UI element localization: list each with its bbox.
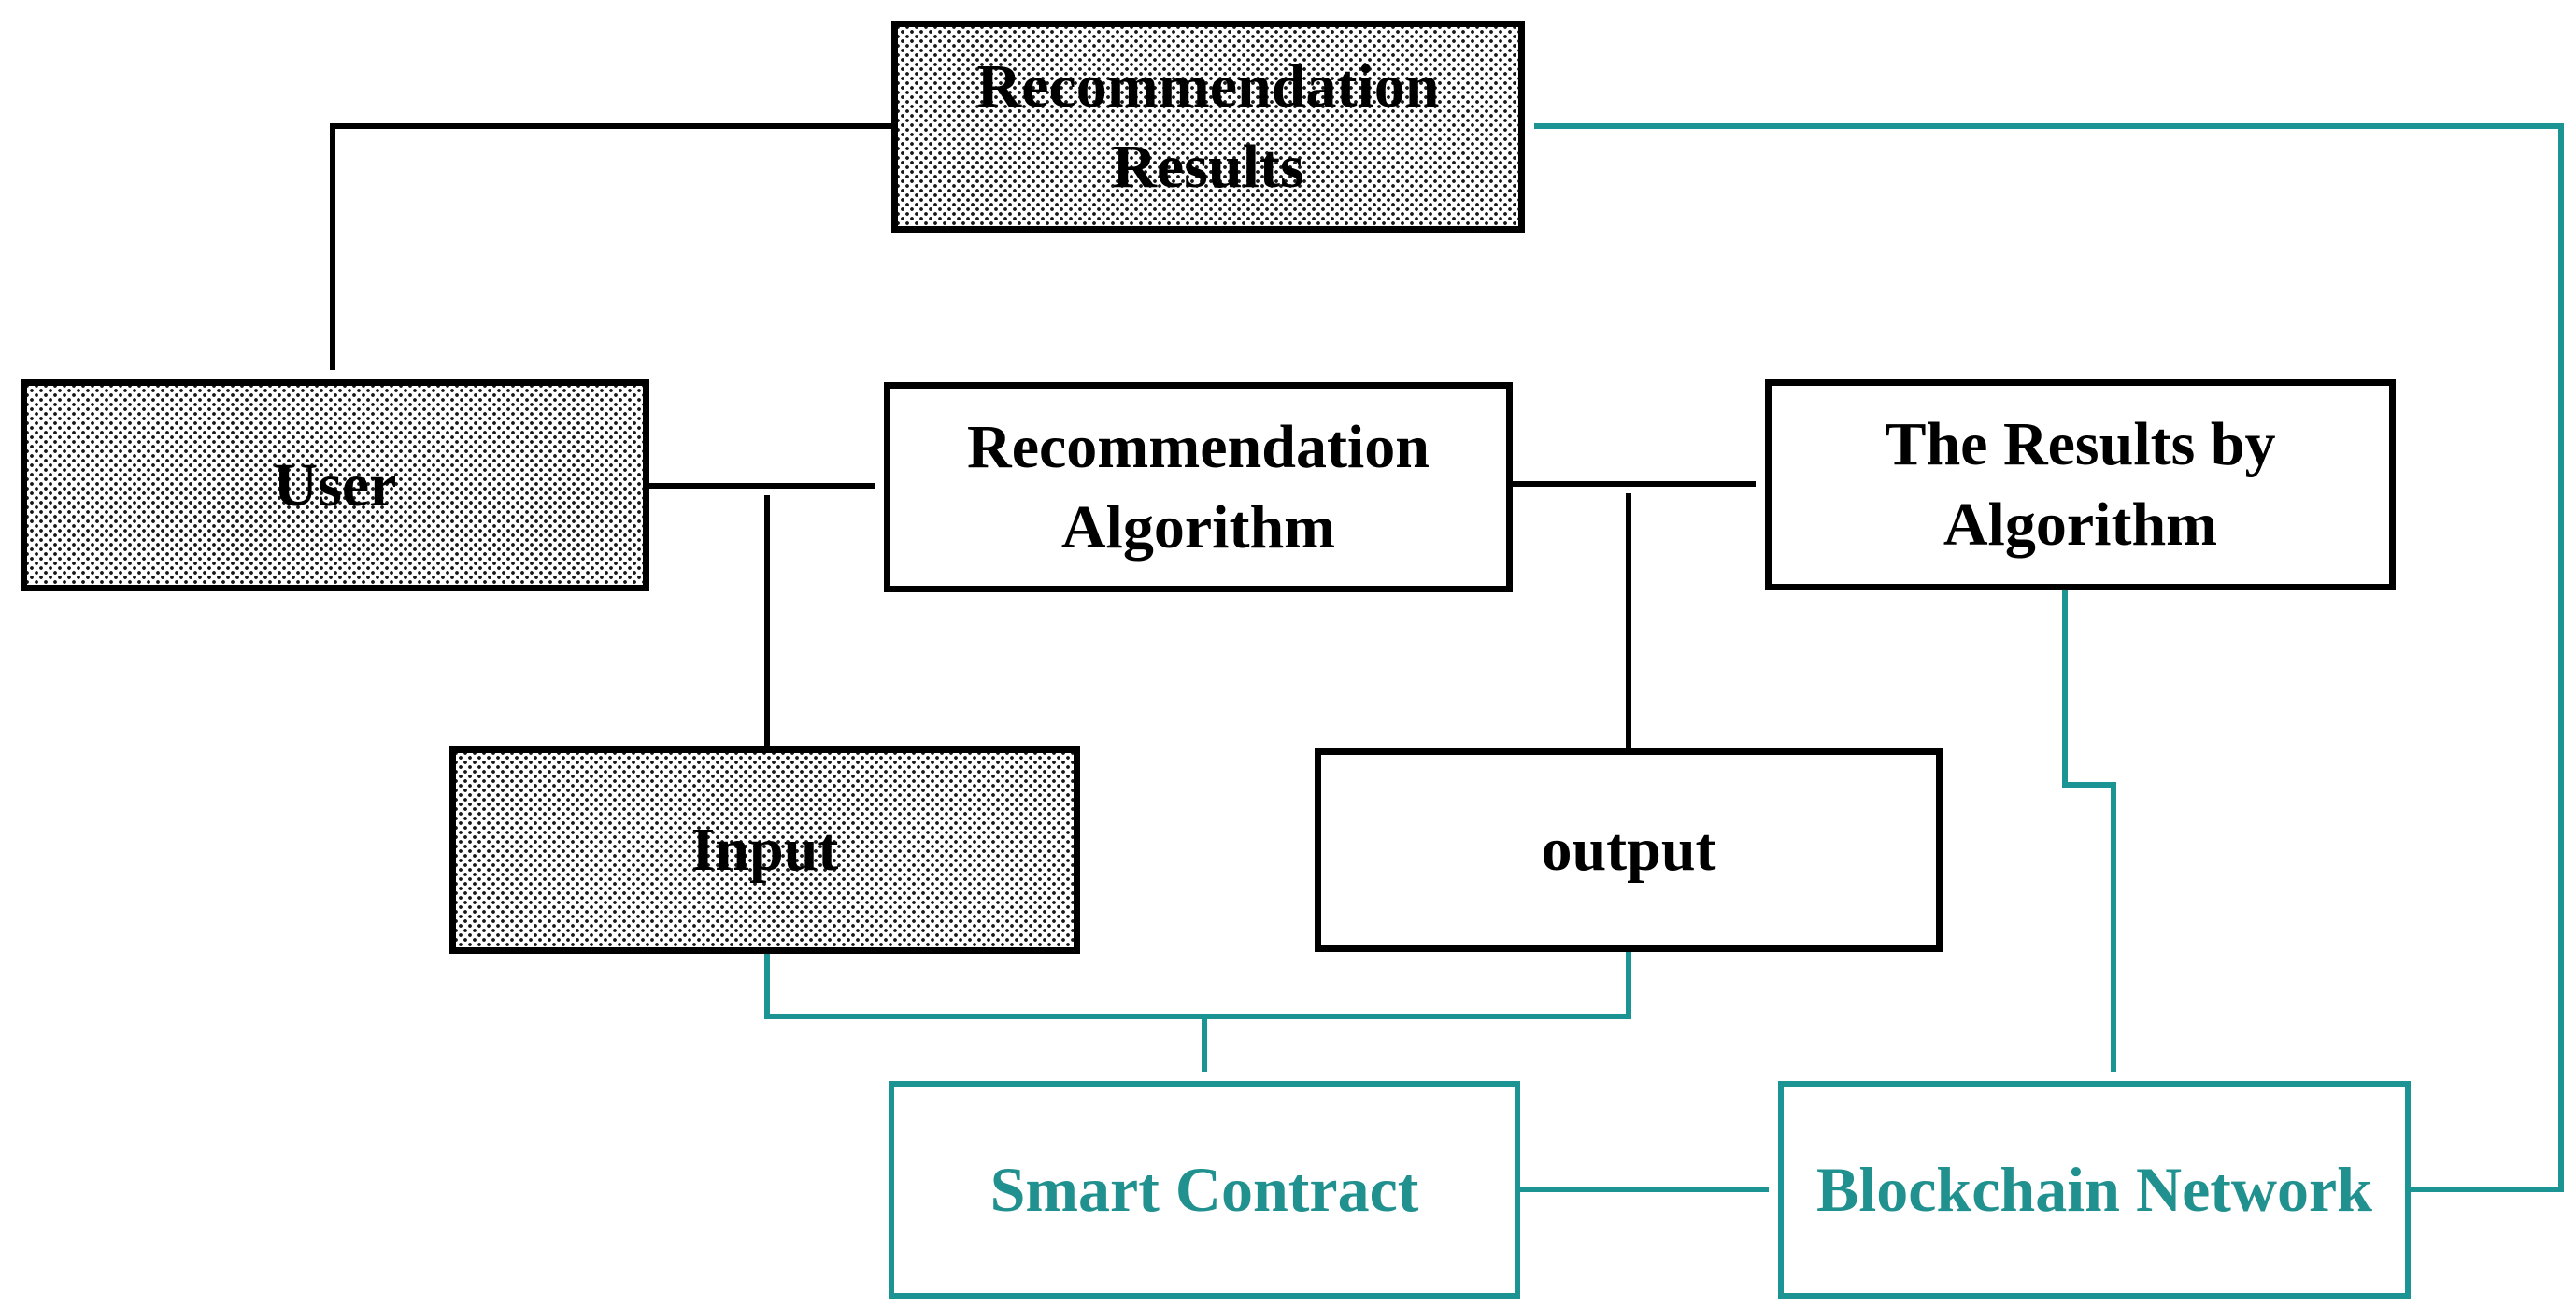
node-output: output (1315, 748, 1943, 952)
node-user: User (21, 379, 649, 591)
node-label-user: User (273, 450, 397, 519)
edge-input-output-junction (764, 952, 1631, 1019)
node-label-blockchain-network: Blockchain Network (1816, 1154, 2372, 1226)
node-label-input: Input (690, 816, 839, 885)
node-input: Input (449, 746, 1080, 954)
node-label-the-results-by-algorithm: The Results by Algorithm (1885, 410, 2276, 559)
node-the-results-by-algorithm: The Results by Algorithm (1765, 379, 2396, 590)
node-label-smart-contract: Smart Contract (989, 1154, 1419, 1226)
edge-the-results-by-algorithm-to-blockchain-network (2062, 590, 2116, 1072)
node-recommendation-results: Recommendation Results (891, 21, 1525, 233)
node-label-recommendation-algorithm: Recommendation Algorithm (967, 412, 1430, 562)
node-blockchain-network: Blockchain Network (1778, 1081, 2411, 1299)
node-label-recommendation-results: Recommendation Results (976, 51, 1440, 201)
edge-blockchain-network-to-recommendation-results (1534, 123, 2564, 1192)
node-recommendation-algorithm: Recommendation Algorithm (884, 382, 1513, 592)
node-label-output: output (1541, 816, 1716, 885)
edge-recommendation-results-to-user (330, 123, 891, 370)
node-smart-contract: Smart Contract (889, 1081, 1520, 1299)
